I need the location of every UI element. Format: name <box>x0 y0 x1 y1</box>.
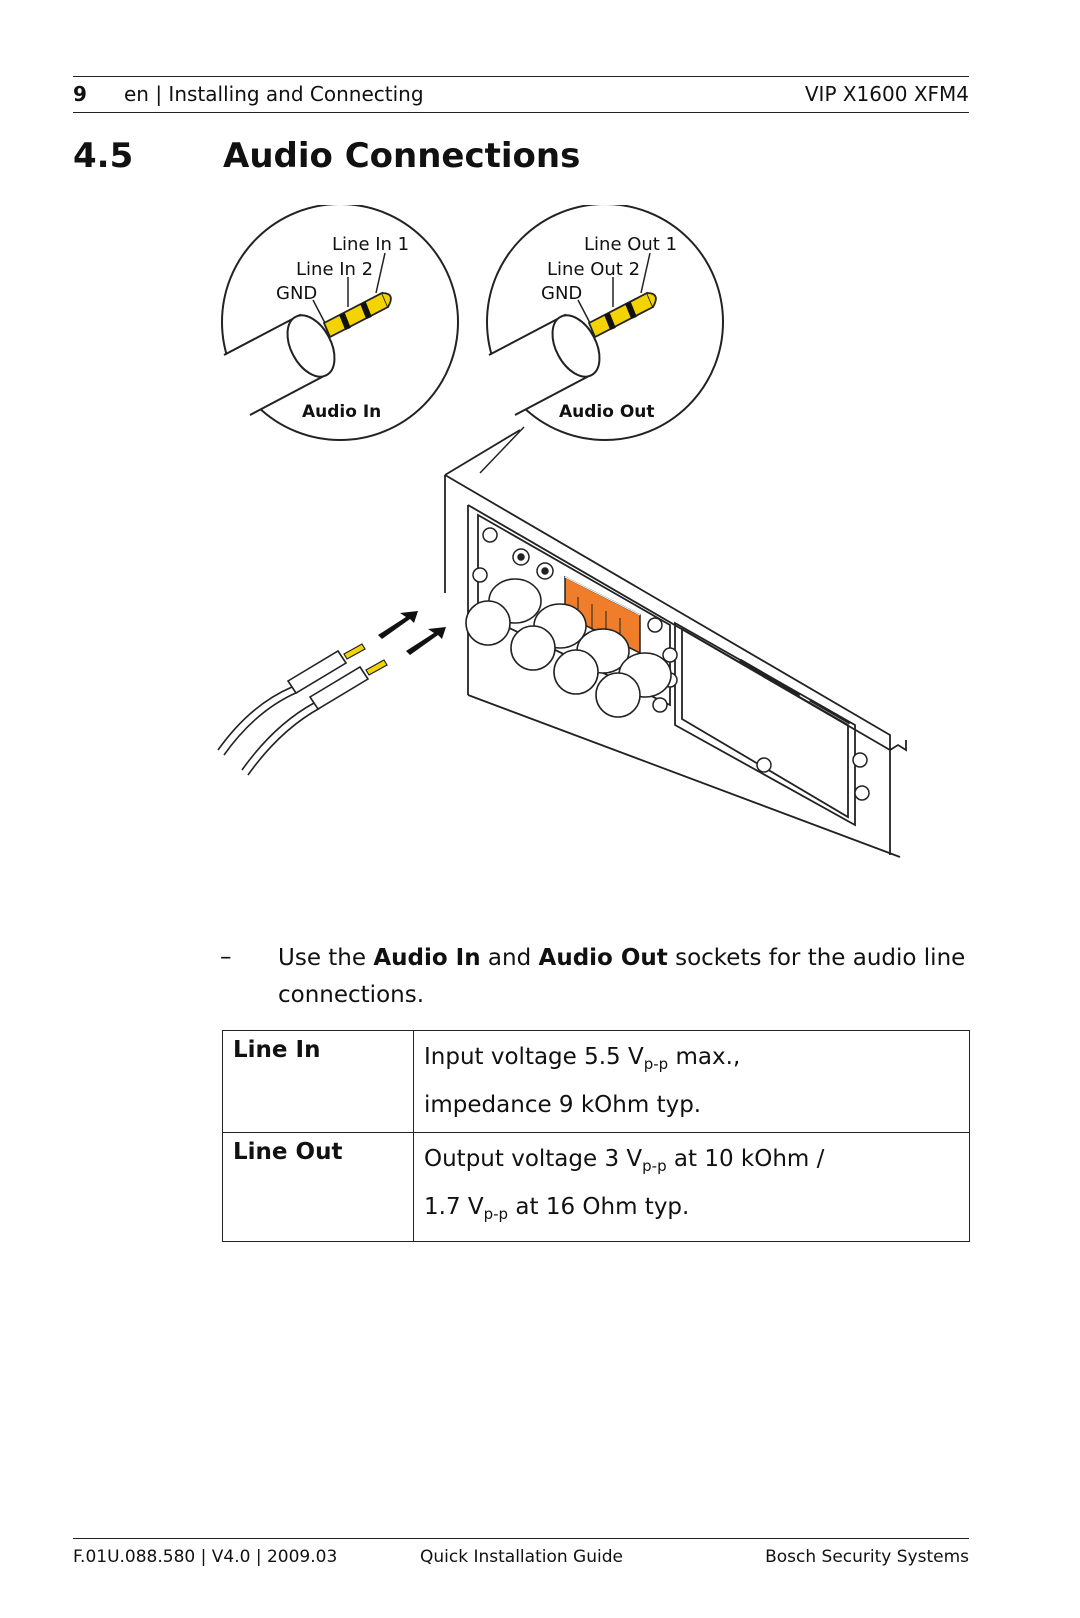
page-number: 9 <box>73 82 87 106</box>
line-in-v2: impedance 9 kOhm typ. <box>424 1092 702 1118</box>
audio-in-caption: Audio In <box>302 402 381 422</box>
instruction-audio-out: Audio Out <box>538 945 668 971</box>
line-in-v1: Input voltage 5.5 V <box>424 1044 644 1070</box>
line-out-value: Output voltage 3 Vp-p at 10 kOhm / 1.7 V… <box>413 1132 970 1242</box>
bnc-connectors <box>465 578 672 718</box>
spec-table: Line In Input voltage 5.5 Vp-p max., imp… <box>222 1030 970 1242</box>
line-in-value: Input voltage 5.5 Vp-p max., impedance 9… <box>413 1030 970 1133</box>
audio-in-detail: Line In 1 Line In 2 GND Audio In <box>221 205 459 441</box>
header-bottom-rule <box>73 112 969 113</box>
footer-rule <box>73 1538 969 1539</box>
line-in-1-label: Line In 1 <box>332 234 409 255</box>
list-bullet: – <box>220 944 232 970</box>
line-out-v1-post: at 10 kOhm / <box>666 1146 825 1172</box>
audio-connections-figure: Line In 1 Line In 2 GND Audio In Line Ou… <box>217 205 907 858</box>
line-out-v2: 1.7 V <box>424 1194 484 1220</box>
audio-cables <box>217 643 388 776</box>
table-row: Line Out Output voltage 3 Vp-p at 10 kOh… <box>222 1132 970 1242</box>
line-in-2-label: Line In 2 <box>296 259 373 280</box>
line-out-v2-post: at 16 Ohm typ. <box>508 1194 690 1220</box>
section-title: Audio Connections <box>223 136 581 176</box>
line-out-2-label: Line Out 2 <box>547 259 640 280</box>
line-out-v2-sub: p-p <box>483 1205 509 1223</box>
table-row: Line In Input voltage 5.5 Vp-p max., imp… <box>222 1030 970 1133</box>
instruction-audio-in: Audio In <box>373 945 481 971</box>
line-out-label: Line Out <box>222 1132 414 1242</box>
section-breadcrumb: en | Installing and Connecting <box>124 82 424 106</box>
page-header: 9 en | Installing and Connecting VIP X16… <box>73 82 969 106</box>
product-name: VIP X1600 XFM4 <box>804 82 969 106</box>
line-out-v1-sub: p-p <box>642 1157 667 1175</box>
insert-arrows-icon <box>378 611 446 655</box>
line-out-v1: Output voltage 3 V <box>424 1146 643 1172</box>
audio-out-plug <box>587 291 657 339</box>
line-out-1-label: Line Out 1 <box>584 234 677 255</box>
audio-jacks <box>512 548 554 580</box>
footer-company: Bosch Security Systems <box>765 1547 969 1567</box>
instruction-post: sockets for the audio line connections. <box>278 945 966 1008</box>
footer-doc-id: F.01U.088.580 | V4.0 | 2009.03 <box>73 1547 338 1567</box>
audio-in-plug <box>322 291 392 339</box>
instruction-pre: Use the <box>278 945 374 971</box>
line-in-label: Line In <box>222 1030 414 1133</box>
instruction-mid: and <box>480 945 539 971</box>
line-in-v1-post: max., <box>668 1044 741 1070</box>
header-top-rule <box>73 76 969 77</box>
gnd-out-label: GND <box>541 283 582 304</box>
instruction-text: Use the Audio In and Audio Out sockets f… <box>278 940 978 1014</box>
audio-out-detail: Line Out 1 Line Out 2 GND Audio Out <box>486 205 724 441</box>
audio-out-caption: Audio Out <box>559 402 655 422</box>
footer-doc-type: Quick Installation Guide <box>420 1547 623 1567</box>
line-in-v1-sub: p-p <box>643 1055 669 1073</box>
device-rear-panel <box>444 429 907 858</box>
section-number: 4.5 <box>73 136 134 176</box>
gnd-in-label: GND <box>276 283 317 304</box>
